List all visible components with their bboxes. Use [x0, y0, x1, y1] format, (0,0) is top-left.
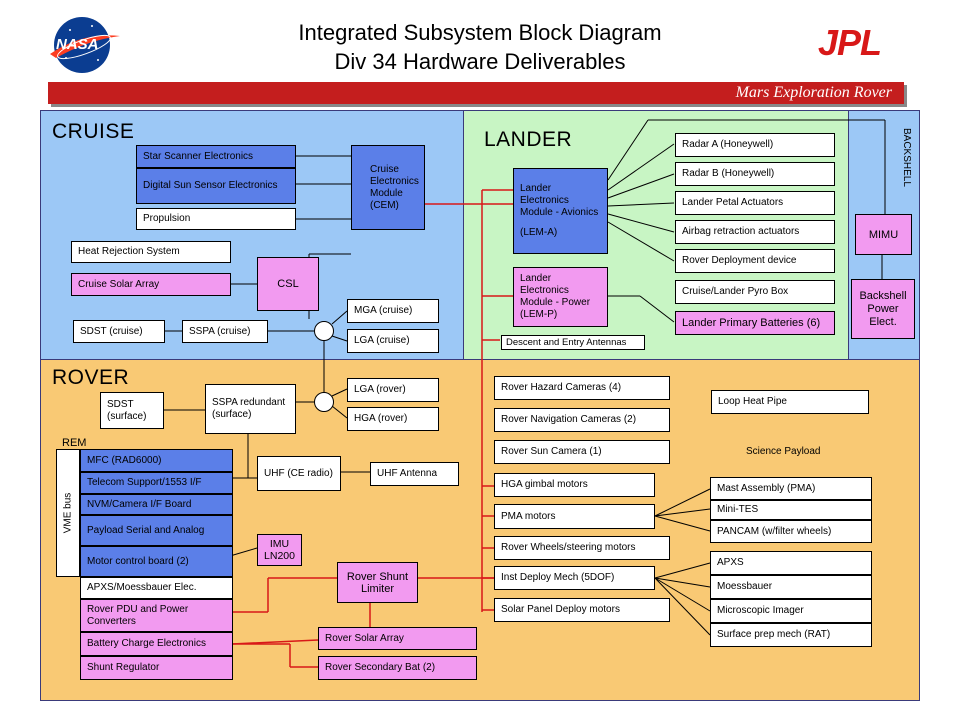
banner-text: Mars Exploration Rover: [735, 84, 892, 101]
sdst-cruise-box: SDST (cruise): [73, 320, 165, 343]
mini-tes-box: Mini-TES: [710, 500, 872, 520]
hga-gimbal-box: HGA gimbal motors: [494, 473, 655, 497]
rover-pdu-box: Rover PDU and Power Converters: [80, 599, 233, 632]
pma-motors-box: PMA motors: [494, 504, 655, 529]
cruise-antenna-switch-icon: [314, 321, 334, 341]
rover-antenna-switch-icon: [314, 392, 334, 412]
heat-rejection-box: Heat Rejection System: [71, 241, 231, 263]
lander-label: LANDER: [484, 128, 573, 151]
airbag-retraction-box: Airbag retraction actuators: [675, 220, 835, 244]
nav-cameras-box: Rover Navigation Cameras (2): [494, 408, 670, 432]
sspa-redundant-box: SSPA redundant (surface): [205, 384, 296, 434]
rat-box: Surface prep mech (RAT): [710, 623, 872, 647]
science-payload-label: Science Payload: [746, 446, 821, 457]
hazard-cameras-box: Rover Hazard Cameras (4): [494, 376, 670, 400]
pyro-box: Cruise/Lander Pyro Box: [675, 280, 835, 304]
shunt-limiter-box: Rover Shunt Limiter: [337, 562, 418, 603]
star-scanner-box: Star Scanner Electronics: [136, 145, 296, 168]
pancam-box: PANCAM (w/filter wheels): [710, 520, 872, 543]
mfc-box: MFC (RAD6000): [80, 449, 233, 472]
radar-a-box: Radar A (Honeywell): [675, 133, 835, 157]
lem-a-box: Lander Electronics Module - Avionics (LE…: [513, 168, 608, 254]
vme-bus-label: VME bus: [62, 492, 74, 534]
backshell-power-box: Backshell Power Elect.: [851, 279, 915, 339]
uhf-antenna-box: UHF Antenna: [370, 462, 459, 486]
cruise-solar-array-box: Cruise Solar Array: [71, 273, 231, 296]
apxs-box: APXS: [710, 551, 872, 575]
petal-actuators-box: Lander Petal Actuators: [675, 191, 835, 215]
banner: Mars Exploration Rover: [48, 82, 904, 104]
shunt-regulator-box: Shunt Regulator: [80, 656, 233, 680]
propulsion-box: Propulsion: [136, 208, 296, 230]
page-title-line2: Div 34 Hardware Deliverables: [334, 49, 626, 74]
descent-antennas-box: Descent and Entry Antennas: [501, 335, 645, 350]
nasa-logo-text: NASA: [56, 36, 99, 53]
vme-bus-box: VME bus: [56, 449, 80, 577]
digital-sun-sensor-box: Digital Sun Sensor Electronics: [136, 168, 296, 204]
lem-a-abbr: (LEM-A): [520, 227, 558, 238]
wheels-steering-box: Rover Wheels/steering motors: [494, 536, 670, 560]
mast-assembly-box: Mast Assembly (PMA): [710, 477, 872, 500]
lander-primary-batteries-box: Lander Primary Batteries (6): [675, 311, 835, 335]
lem-p-box: Lander Electronics Module - Power (LEM-P…: [513, 267, 608, 327]
sdst-surface-box: SDST (surface): [100, 392, 164, 429]
moessbauer-box: Moessbauer: [710, 575, 872, 599]
hga-rover-box: HGA (rover): [347, 407, 439, 431]
page-title-line1: Integrated Subsystem Block Diagram: [298, 20, 662, 45]
mga-cruise-box: MGA (cruise): [347, 299, 439, 323]
cem-box: Cruise Electronics Module (CEM): [351, 145, 425, 230]
nasa-logo: NASA: [48, 14, 122, 76]
lga-rover-box: LGA (rover): [347, 378, 439, 402]
jpl-logo: JPL: [818, 22, 882, 63]
csl-box: CSL: [257, 257, 319, 311]
lga-cruise-box: LGA (cruise): [347, 329, 439, 353]
solar-panel-deploy-box: Solar Panel Deploy motors: [494, 598, 670, 622]
telecom-support-box: Telecom Support/1553 I/F: [80, 472, 233, 494]
backshell-label: BACKSHELL: [901, 128, 912, 187]
rover-deployment-box: Rover Deployment device: [675, 249, 835, 273]
microscopic-imager-box: Microscopic Imager: [710, 599, 872, 623]
rem-label: REM: [62, 437, 87, 449]
uhf-radio-box: UHF (CE radio): [257, 456, 341, 491]
sun-camera-box: Rover Sun Camera (1): [494, 440, 670, 464]
inst-deploy-box: Inst Deploy Mech (5DOF): [494, 566, 655, 590]
motor-control-box: Motor control board (2): [80, 546, 233, 577]
rover-secondary-bat-box: Rover Secondary Bat (2): [318, 656, 477, 680]
mimu-box: MIMU: [855, 214, 912, 255]
imu-box: IMU LN200: [257, 534, 302, 566]
lem-a-label: Lander Electronics Module - Avionics: [520, 183, 599, 218]
radar-b-box: Radar B (Honeywell): [675, 162, 835, 186]
battery-charge-box: Battery Charge Electronics: [80, 632, 233, 656]
rover-label: ROVER: [52, 366, 130, 389]
apxs-moess-elec-box: APXS/Moessbauer Elec.: [80, 577, 233, 599]
loop-heat-pipe-box: Loop Heat Pipe: [711, 390, 869, 414]
payload-serial-box: Payload Serial and Analog: [80, 515, 233, 546]
cruise-label: CRUISE: [52, 120, 135, 143]
sspa-cruise-box: SSPA (cruise): [182, 320, 268, 343]
nvm-camera-box: NVM/Camera I/F Board: [80, 494, 233, 515]
rover-solar-array-box: Rover Solar Array: [318, 627, 477, 650]
